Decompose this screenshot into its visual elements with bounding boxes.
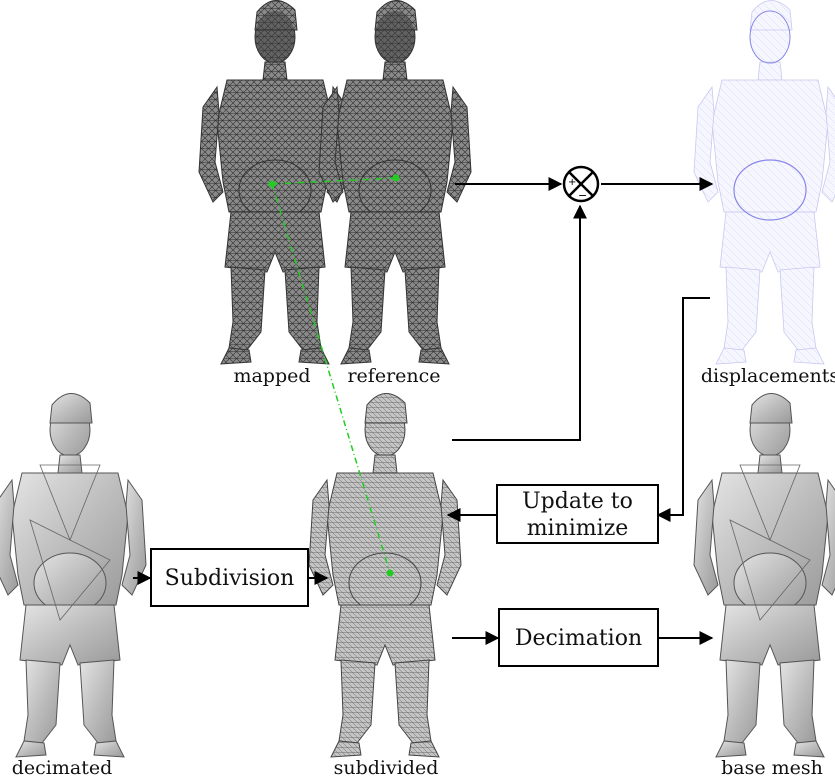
reference-point	[393, 175, 400, 182]
caption-decimated: decimated	[12, 757, 113, 779]
operator-plus: +	[568, 177, 576, 188]
decimation-box: Decimation	[499, 609, 658, 666]
displacements-figure	[694, 0, 835, 364]
base-mesh-figure	[694, 393, 835, 757]
decimated-mesh	[0, 393, 146, 757]
arrow-displacements-to-update	[658, 298, 710, 515]
mapped-point	[269, 181, 276, 188]
update-box: Update to minimize	[497, 485, 658, 543]
caption-mapped: mapped	[233, 365, 310, 387]
decimation-label: Decimation	[515, 626, 642, 651]
caption-base-mesh: base mesh	[721, 757, 823, 779]
caption-reference: reference	[347, 365, 440, 387]
subdivision-label: Subdivision	[165, 566, 295, 591]
subdivision-box: Subdivision	[151, 549, 308, 606]
arrow-subdivided-to-operator	[452, 206, 580, 440]
operator-minus: −	[578, 189, 587, 202]
subdivided-point	[387, 570, 394, 577]
subdivided-mesh	[309, 393, 461, 757]
update-label-line2: minimize	[527, 516, 629, 541]
caption-displacements: displacements	[701, 365, 835, 387]
difference-operator: + −	[564, 167, 598, 202]
caption-subdivided: subdivided	[334, 757, 439, 779]
update-label-line1: Update to	[522, 489, 633, 514]
